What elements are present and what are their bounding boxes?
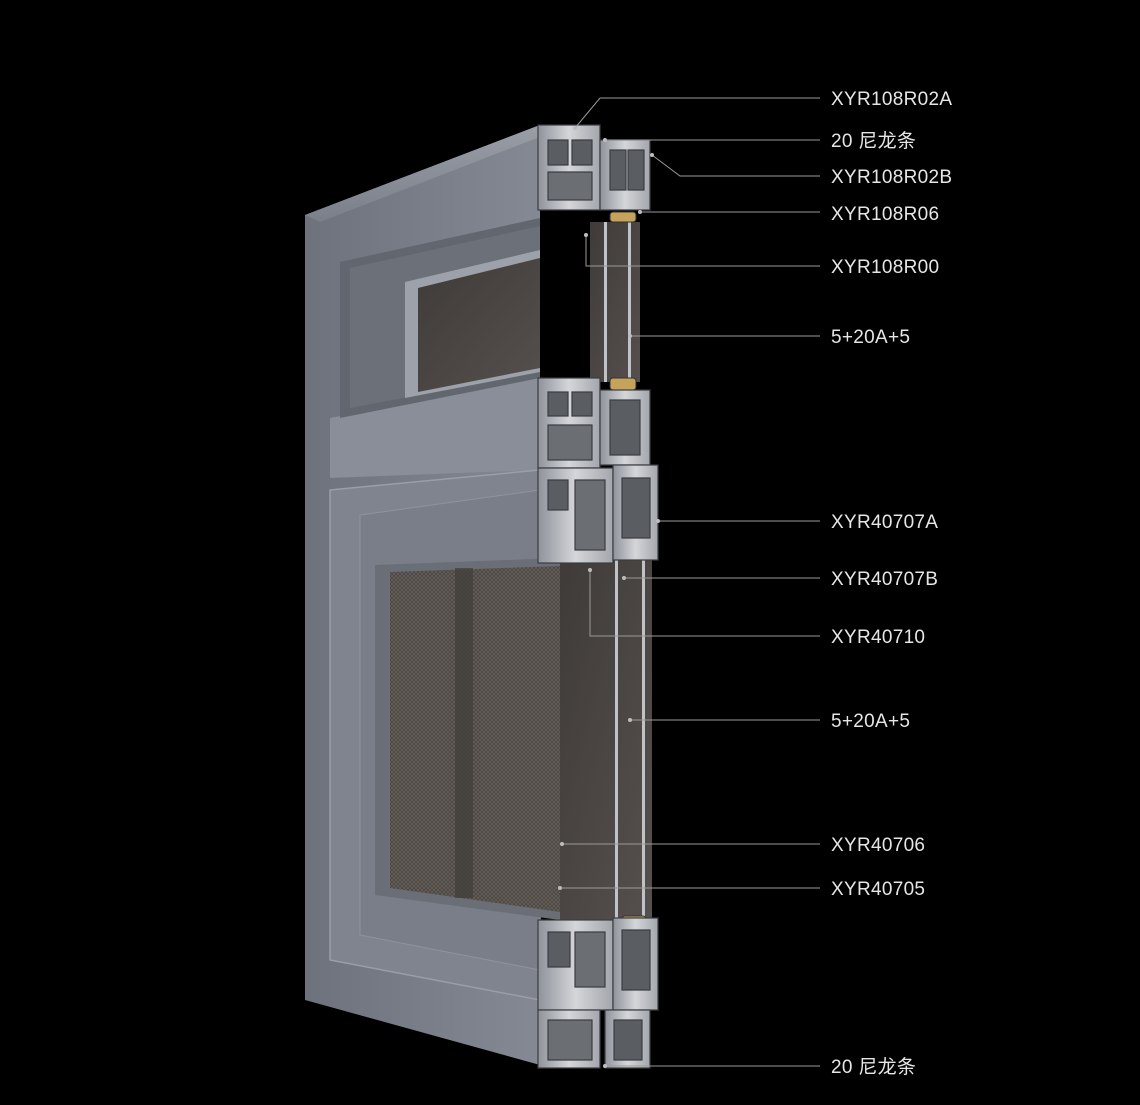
- lower-glass-section: [560, 560, 652, 920]
- label-xyr108r02b: XYR108R02B: [831, 167, 952, 188]
- label-glass-upper: 5+20A+5: [831, 327, 910, 348]
- label-glass-lower: 5+20A+5: [831, 711, 910, 732]
- label-nylon-strip-top: 20 尼龙条: [831, 130, 916, 152]
- leader-l5: [585, 235, 820, 267]
- transom-rail: [330, 378, 540, 478]
- callout-labels: XYR108R02A 20 尼龙条 XYR108R02B XYR108R06 X…: [831, 89, 952, 1078]
- upper-glass-section: [590, 222, 640, 382]
- insect-screen-mesh: [390, 566, 560, 912]
- profile-sections: [537, 124, 659, 1069]
- frame-top-bevel: [305, 125, 545, 222]
- label-xyr108r00: XYR108R00: [831, 257, 939, 278]
- lower-glazing: [375, 547, 652, 929]
- label-xyr40705: XYR40705: [831, 879, 925, 900]
- label-xyr40710: XYR40710: [831, 627, 925, 648]
- label-xyr108r02a: XYR108R02A: [831, 89, 952, 110]
- leader-l9: [589, 570, 820, 637]
- upper-glazing: [340, 211, 640, 418]
- label-xyr108r06: XYR108R06: [831, 204, 939, 225]
- upper-glass-pane: [418, 258, 540, 392]
- leader-l1: [574, 97, 820, 129]
- label-xyr40707a: XYR40707A: [831, 512, 938, 533]
- leader-lines: [558, 97, 820, 1068]
- label-xyr40707b: XYR40707B: [831, 569, 938, 590]
- leader-l3: [651, 154, 820, 177]
- label-xyr40706: XYR40706: [831, 835, 925, 856]
- label-nylon-strip-bottom: 20 尼龙条: [831, 1056, 916, 1078]
